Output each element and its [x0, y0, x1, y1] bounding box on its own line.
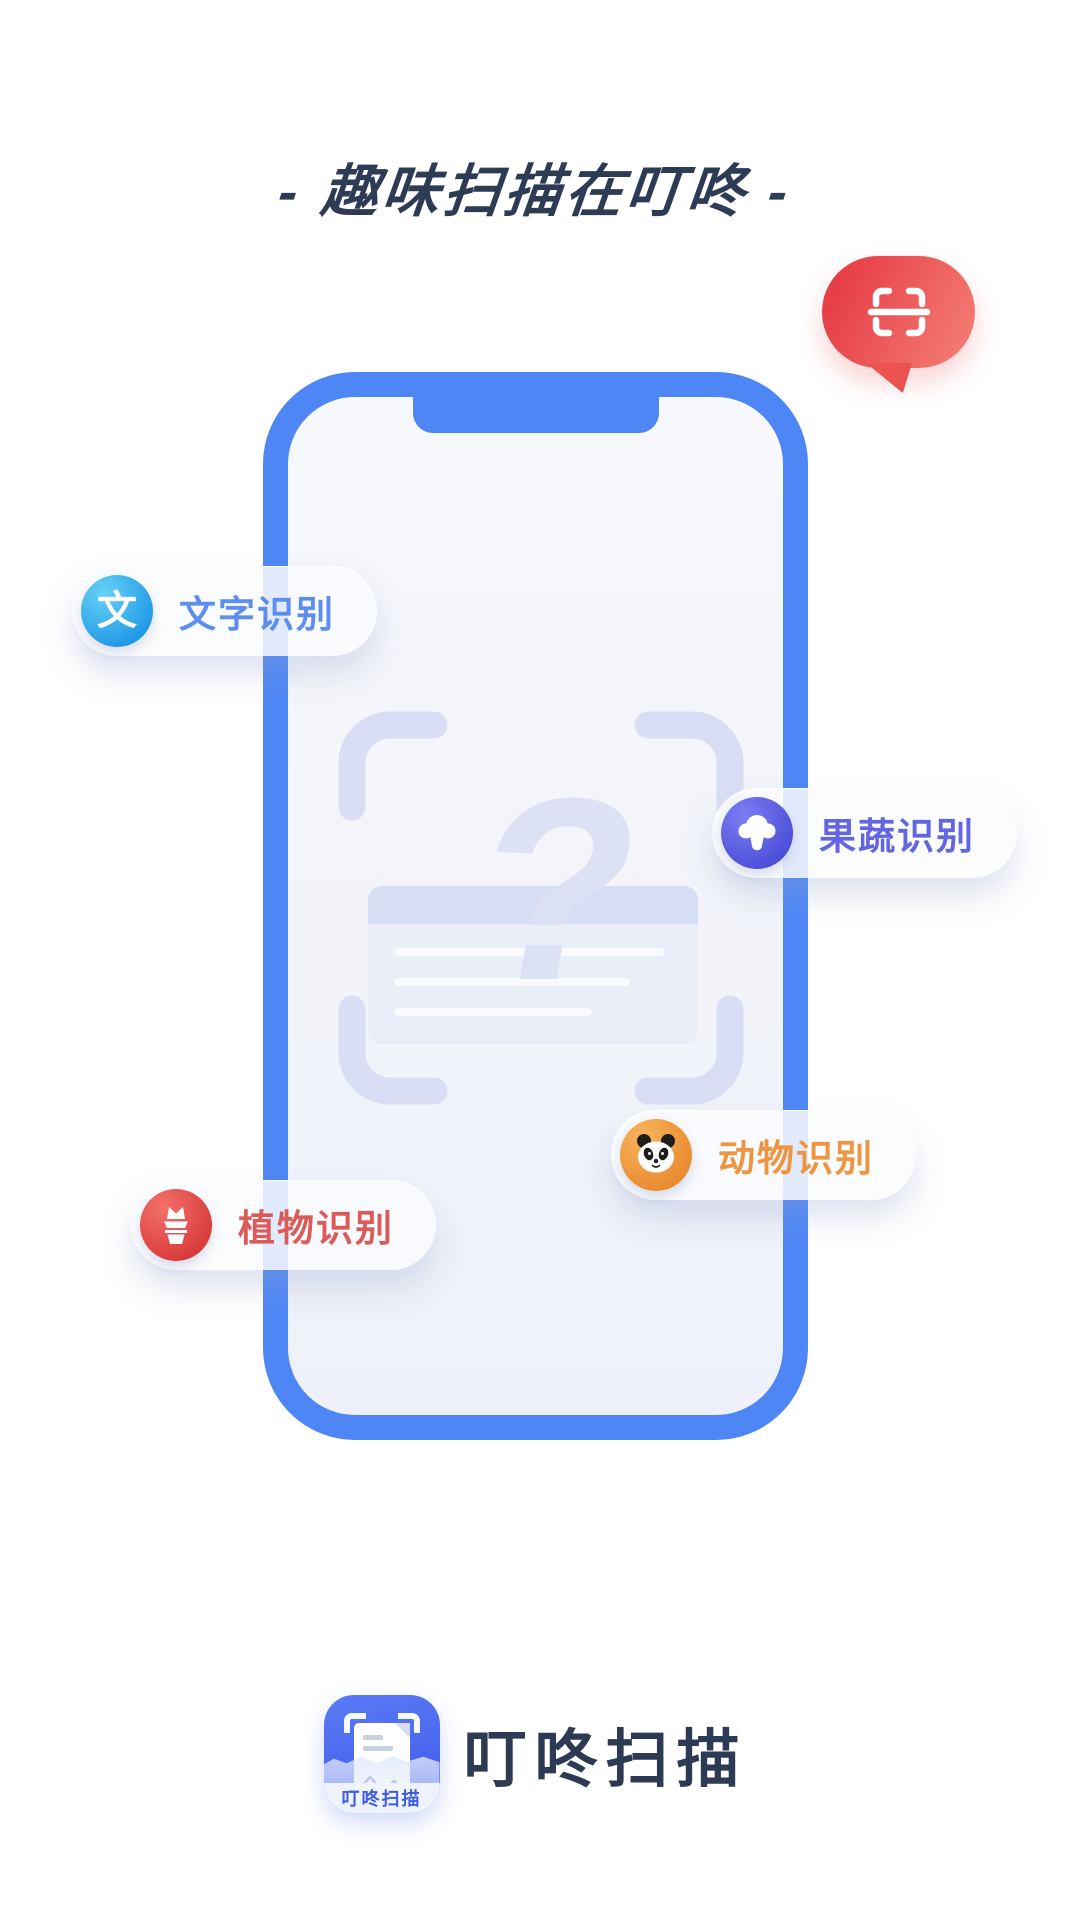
feature-badge-plant-recognition: 植物识别 — [131, 1180, 436, 1270]
scan-speech-bubble — [822, 256, 975, 393]
badge-label: 植物识别 — [238, 1208, 394, 1249]
broccoli-icon — [721, 797, 793, 869]
speech-bubble-tail — [866, 363, 912, 393]
app-icon: 叮咚扫描 — [323, 1695, 440, 1813]
badge-label: 动物识别 — [718, 1138, 874, 1179]
feature-badge-produce-recognition: 果蔬识别 — [712, 788, 1017, 878]
document-line — [394, 1008, 592, 1016]
footer-brand: 叮咚扫描 叮咚扫描 — [0, 1694, 1071, 1814]
badge-label: 文字识别 — [179, 594, 335, 635]
phone-notch — [412, 393, 659, 433]
document-header-band — [368, 886, 698, 924]
app-icon-label: 叮咚扫描 — [323, 1783, 440, 1813]
badge-label: 果蔬识别 — [819, 816, 975, 857]
panda-icon — [620, 1119, 692, 1191]
page-fold — [394, 1723, 410, 1738]
document-line — [362, 1735, 383, 1740]
feature-badge-animal-recognition: 动物识别 — [611, 1110, 916, 1200]
text-character-icon: 文 — [81, 575, 153, 647]
viewfinder-corner-icon — [343, 1713, 366, 1733]
feature-badge-text-recognition: 文 文字识别 — [72, 566, 377, 656]
viewfinder-corners — [338, 711, 744, 1105]
icon-glyph: 文 — [97, 589, 137, 633]
phone-frame: ? — [263, 372, 808, 1440]
viewfinder-corner-icon — [397, 1713, 420, 1733]
scan-frame-icon — [867, 287, 930, 337]
question-mark: ? — [455, 745, 661, 1035]
page-title: - 趣味扫描在叮咚 - — [275, 160, 795, 224]
document-line — [362, 1746, 393, 1751]
document-line — [394, 948, 664, 956]
potted-plant-icon — [140, 1189, 212, 1261]
document-line — [394, 978, 630, 986]
app-name: 叮咚扫描 — [463, 1724, 748, 1795]
scanned-document-placeholder — [368, 886, 698, 1044]
